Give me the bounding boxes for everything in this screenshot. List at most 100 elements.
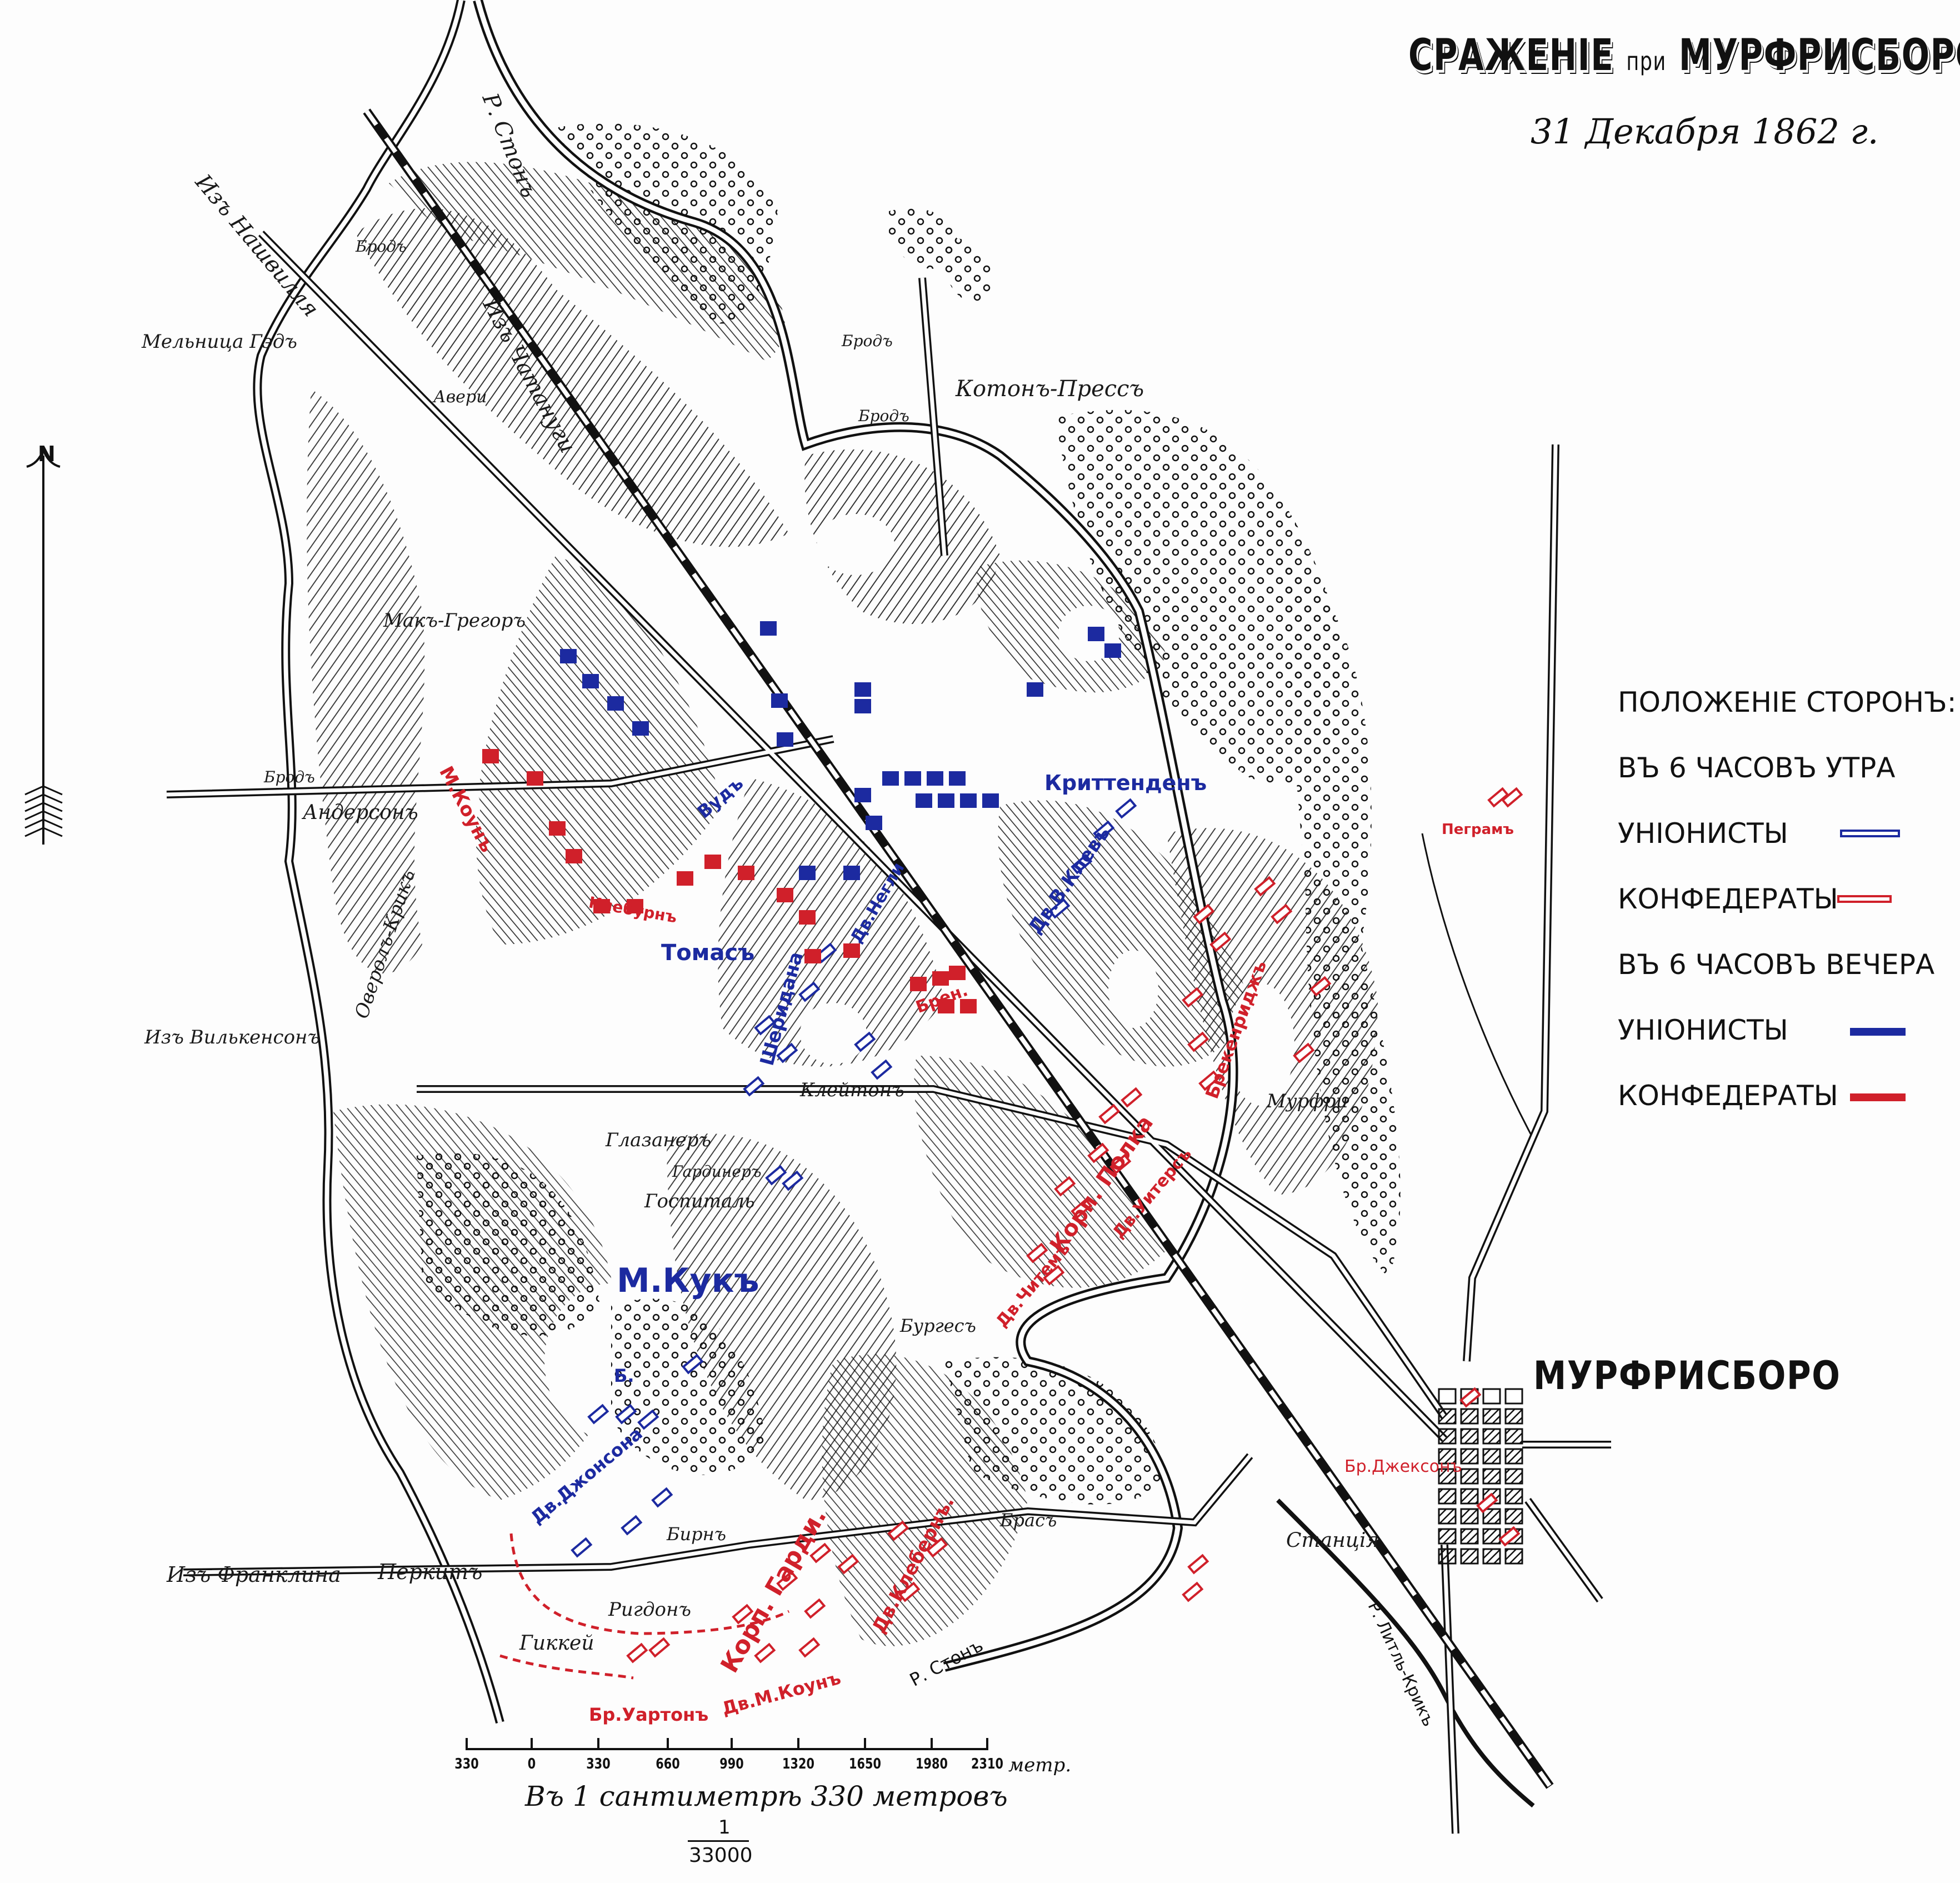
title-main-1: СРАЖЕНIЕ: [1408, 31, 1614, 81]
town-block: [1438, 1428, 1457, 1445]
place-label: Мельница Гэдъ: [142, 331, 297, 353]
confederate-unit-marker: [1293, 1042, 1315, 1063]
town-block: [1504, 1488, 1523, 1505]
union-unit-marker: [871, 1059, 893, 1080]
union-unit-marker: [682, 1353, 704, 1375]
scale-tick-label: 2310: [971, 1756, 1003, 1772]
town-block: [1504, 1468, 1523, 1485]
town-block: [1438, 1448, 1457, 1465]
town-block: [1482, 1548, 1501, 1565]
town-block: [1438, 1408, 1457, 1425]
scale-ratio-denominator: 33000: [689, 1844, 753, 1867]
union-unit-marker: [621, 1515, 643, 1536]
legend-morning-union: УНIОНИСТЫ: [1618, 801, 1957, 866]
town-block: [1438, 1508, 1457, 1525]
place-label: Авери: [433, 387, 487, 407]
confederate-unit-marker: [1054, 1176, 1076, 1197]
confederate-unit-marker: [949, 966, 966, 980]
union-evening-swatch-icon: [1850, 1028, 1906, 1036]
union-unit-marker: [743, 1076, 765, 1097]
place-label: Бродъ: [842, 332, 893, 350]
union-unit-marker: [854, 699, 871, 713]
place-label: Ригдонъ: [608, 1599, 692, 1621]
town-block: [1438, 1528, 1457, 1545]
union-unit-marker: [1115, 798, 1137, 819]
legend-heading-text: ПОЛОЖЕНIЕ СТОРОНЪ:: [1618, 686, 1957, 718]
town-block: [1482, 1448, 1501, 1465]
town-block: [1482, 1468, 1501, 1485]
confederate-unit-marker: [1501, 787, 1523, 808]
confederate-unit-marker: [732, 1604, 754, 1625]
troop-positions: [482, 621, 1523, 1664]
union-unit-marker: [949, 771, 966, 786]
union-unit-marker: [854, 788, 871, 802]
scale-tick-label: 330: [586, 1756, 611, 1772]
legend-evening: ВЪ 6 ЧАСОВЪ ВЕЧЕРА: [1618, 932, 1957, 997]
union-unit-marker: [938, 793, 954, 808]
confederate-label: Бр.Уартонъ: [589, 1704, 709, 1725]
confederate-unit-marker: [1121, 1087, 1143, 1108]
title-connector: при: [1626, 46, 1667, 76]
scale-tick-label: 330: [454, 1756, 479, 1772]
union-unit-marker: [1071, 853, 1093, 875]
union-unit-marker: [904, 771, 921, 786]
town-block: [1438, 1388, 1457, 1405]
union-unit-marker: [607, 696, 624, 711]
confederate-unit-marker: [1254, 876, 1276, 897]
confederate-unit-marker: [566, 849, 582, 863]
place-label: Брасъ: [1000, 1510, 1057, 1531]
scale-ratio-numerator: 1: [718, 1816, 731, 1839]
union-label: Томасъ: [661, 940, 755, 966]
legend: ПОЛОЖЕНIЕ СТОРОНЪ: ВЪ 6 ЧАСОВЪ УТРА УНIО…: [1618, 670, 1957, 1128]
scale-tick-label: 1980: [916, 1756, 948, 1772]
confederate-unit-marker: [799, 910, 816, 925]
place-label: Мурфри: [1267, 1090, 1348, 1112]
confederate-evening-swatch-icon: [1850, 1093, 1906, 1101]
town-block: [1460, 1408, 1479, 1425]
town-label: МУРФРИСБОРО: [1533, 1353, 1841, 1398]
confederate-unit-marker: [677, 871, 693, 886]
confederate-unit-marker: [1098, 1103, 1121, 1125]
union-unit-marker: [771, 693, 788, 708]
place-label: Бургесъ: [900, 1315, 976, 1336]
place-label: Бродъ: [858, 407, 909, 425]
union-label: Криттенденъ: [1044, 771, 1207, 795]
union-unit-marker: [854, 1031, 876, 1052]
scale-tick-label: 1650: [849, 1756, 881, 1772]
place-label: Бирнъ: [667, 1524, 727, 1545]
place-label: Станцiя: [1286, 1529, 1379, 1552]
union-unit-marker: [1104, 643, 1121, 658]
town-block: [1460, 1488, 1479, 1505]
town-block: [1460, 1428, 1479, 1445]
union-unit-marker: [760, 621, 777, 636]
scale-ratio-bar: [688, 1840, 749, 1842]
confederate-unit-marker: [648, 1637, 671, 1658]
confederate-unit-marker: [1182, 987, 1204, 1008]
confederate-unit-marker: [837, 1554, 859, 1575]
place-label: Клейтонъ: [800, 1079, 904, 1101]
place-label: Котонъ-Прессъ: [956, 376, 1144, 402]
place-label: Госпиталь: [644, 1190, 755, 1212]
woods: [417, 123, 1401, 1505]
confederate-unit-marker: [482, 749, 499, 763]
confederate-unit-marker: [627, 899, 643, 913]
place-label: Глазанеръ: [606, 1129, 712, 1151]
confederate-unit-marker: [1498, 1526, 1521, 1547]
union-unit-marker: [1048, 898, 1071, 919]
town-block: [1504, 1448, 1523, 1465]
scale-tick-label: 1320: [782, 1756, 814, 1772]
legend-morning-text: ВЪ 6 ЧАСОВЪ УТРА: [1618, 752, 1896, 784]
union-unit-marker: [1088, 627, 1104, 641]
town-block: [1482, 1408, 1501, 1425]
place-label: Изъ Вилькенсонъ: [144, 1026, 321, 1048]
confederate-unit-marker: [1187, 1031, 1209, 1052]
confederate-unit-marker: [887, 1520, 909, 1541]
town-block: [1438, 1468, 1457, 1485]
confederate-unit-marker: [1026, 1242, 1048, 1263]
scale-text: Въ 1 сантиметрѣ 330 метровъ: [525, 1780, 1008, 1812]
union-unit-marker: [582, 674, 599, 688]
confederate-unit-marker: [1459, 1387, 1482, 1408]
town-block: [1438, 1548, 1457, 1565]
confederate-unit-marker: [938, 999, 954, 1013]
map-title: СРАЖЕНIЕ при МУРФРИСБОРО: [1408, 31, 1960, 81]
